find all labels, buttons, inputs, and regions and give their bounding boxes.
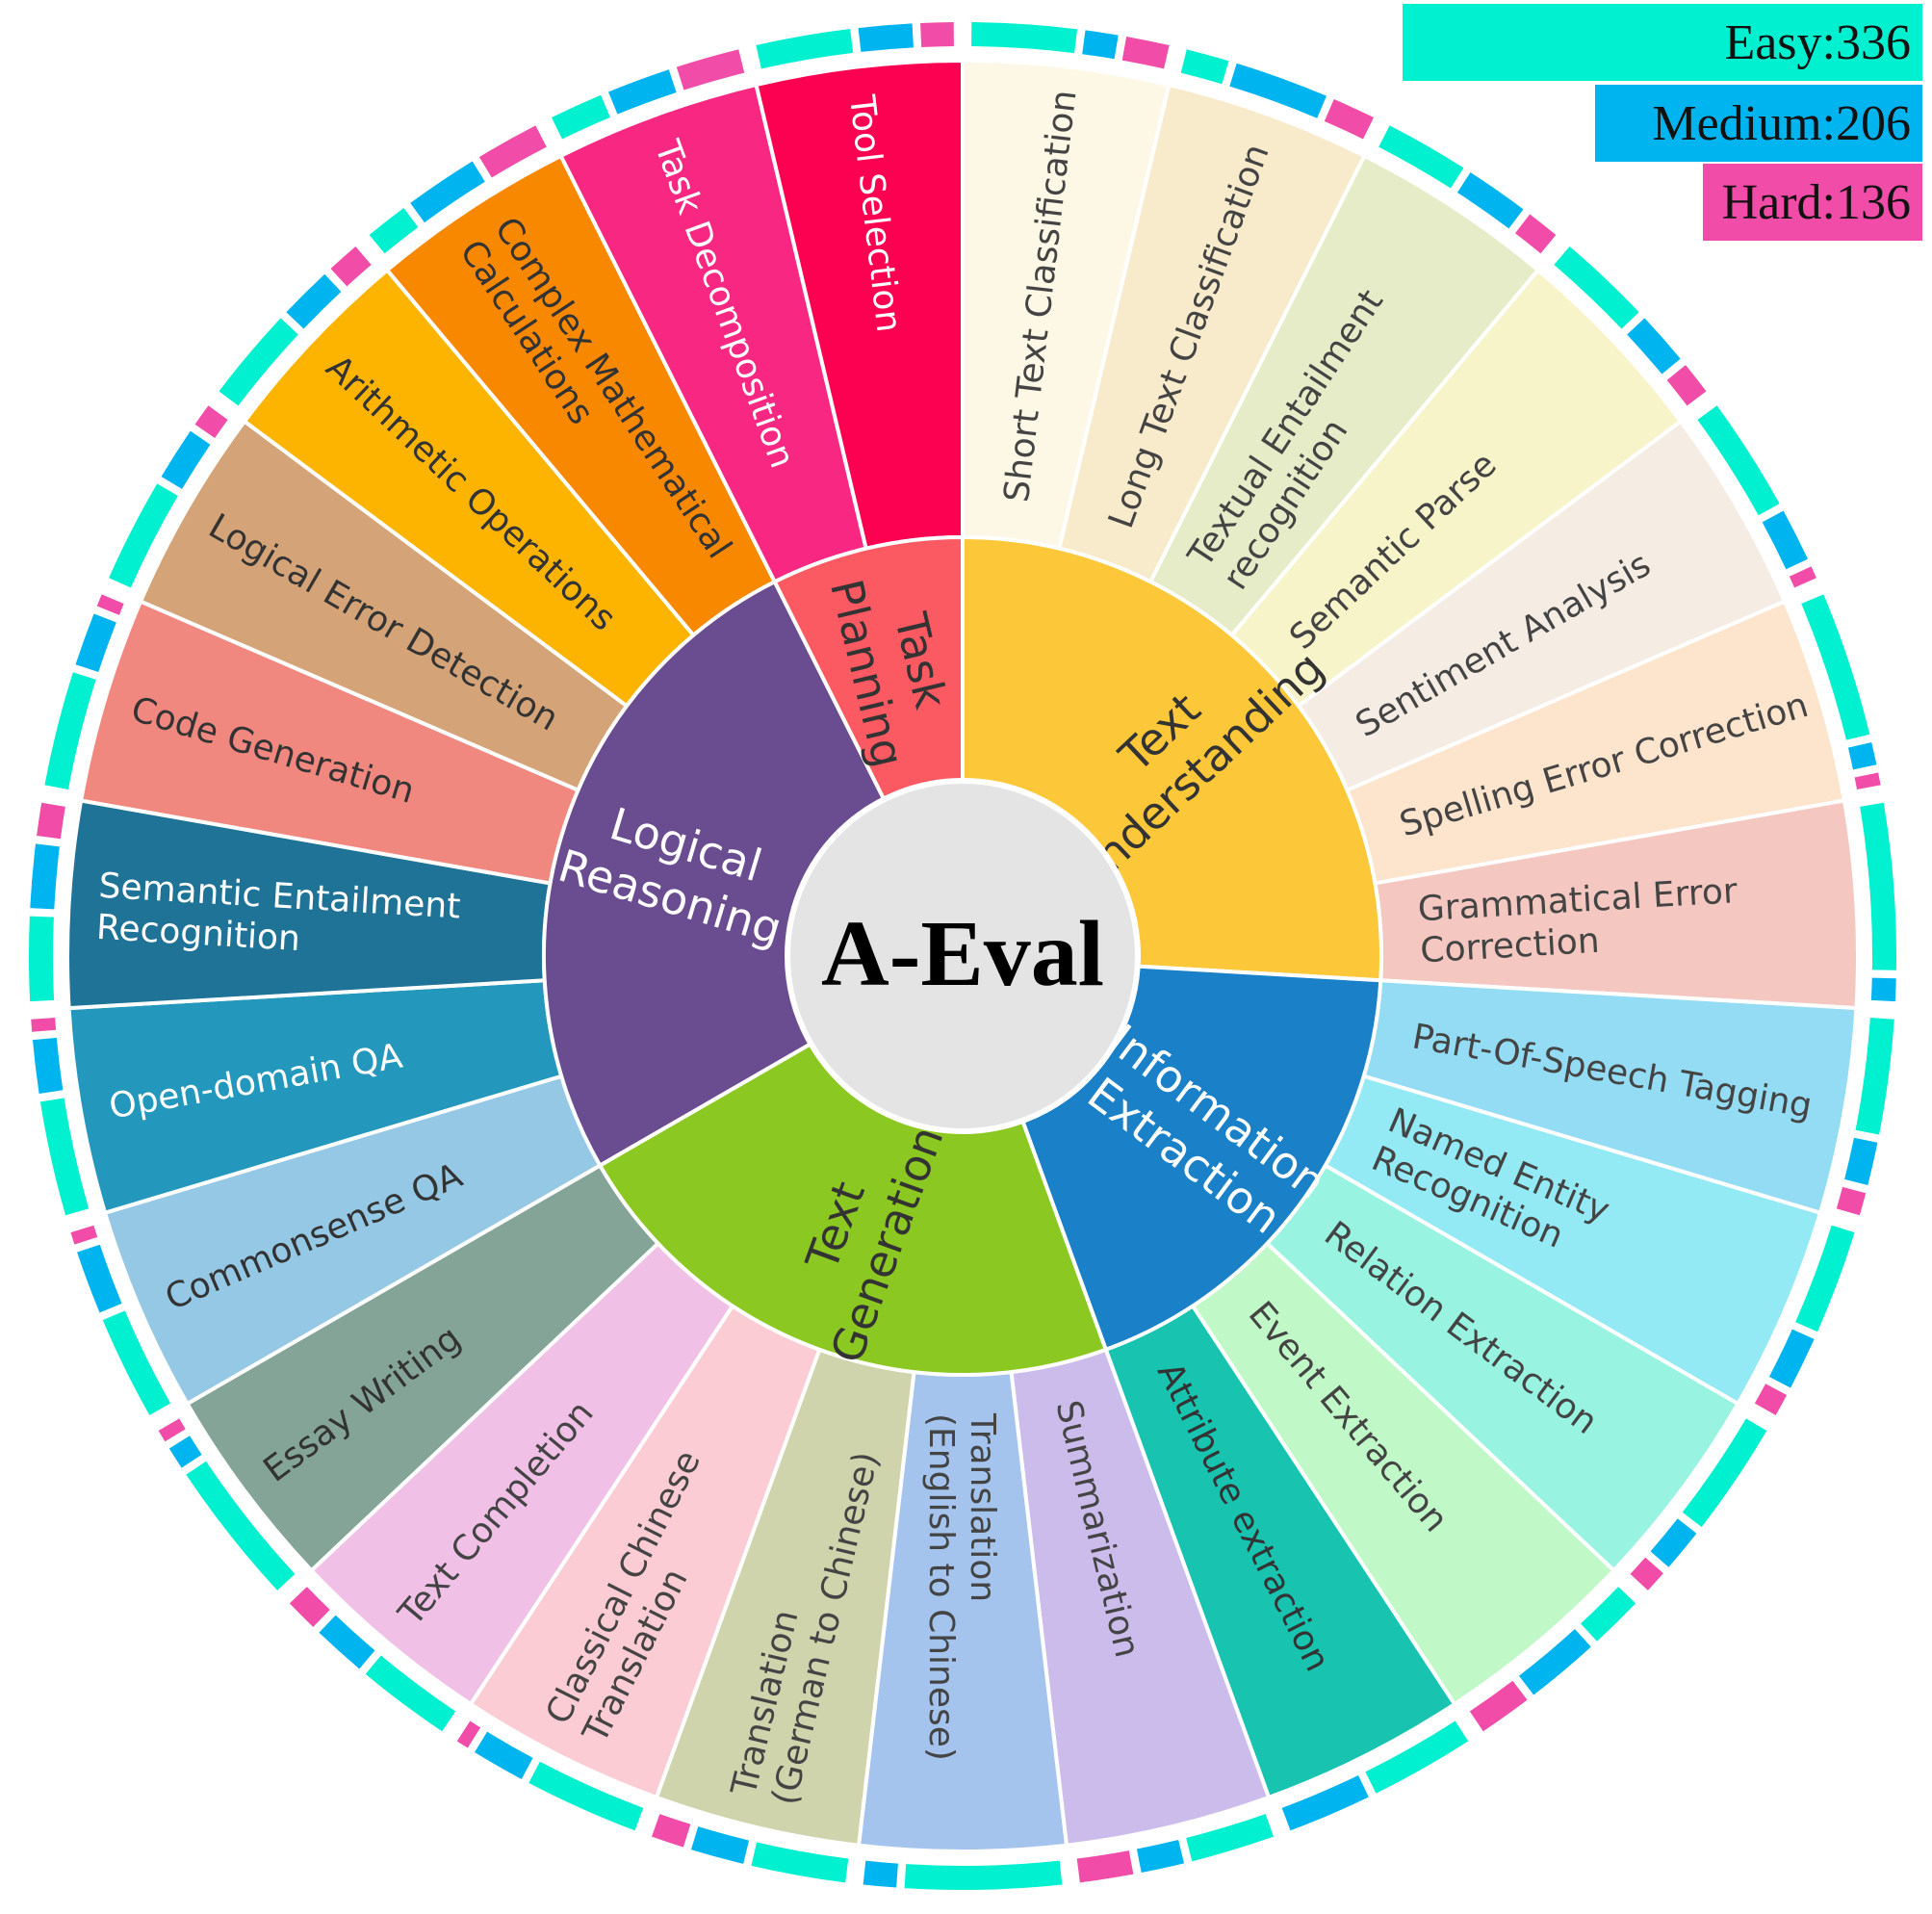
difficulty-segment-hard	[31, 1018, 57, 1032]
difficulty-segment-hard	[330, 246, 372, 287]
legend-medium-value: 206	[1836, 95, 1911, 151]
difficulty-segment-easy	[186, 1461, 296, 1591]
difficulty-segment-hard	[1789, 566, 1816, 588]
difficulty-segment-hard	[676, 49, 745, 91]
difficulty-segment-medium	[319, 1615, 375, 1669]
difficulty-segment-easy	[369, 207, 419, 254]
legend-medium: Medium206	[1595, 85, 1922, 162]
difficulty-segment-hard	[1121, 37, 1170, 69]
difficulty-segment-medium	[1847, 741, 1877, 770]
legend-hard-value: 136	[1836, 174, 1911, 230]
difficulty-segment-hard	[70, 1225, 98, 1245]
legend-hard-label: Hard	[1722, 174, 1836, 231]
difficulty-segment-easy	[1186, 1814, 1274, 1862]
center-hub: A-Eval	[785, 778, 1141, 1134]
difficulty-segment-medium	[286, 273, 342, 329]
difficulty-segment-hard	[920, 22, 954, 47]
difficulty-segment-easy	[1581, 1587, 1636, 1642]
difficulty-segment-medium	[607, 69, 677, 115]
difficulty-segment-hard	[96, 594, 124, 615]
difficulty-segment-medium	[690, 1826, 750, 1864]
difficulty-segment-hard	[1630, 1557, 1663, 1591]
difficulty-segment-medium	[1082, 30, 1119, 60]
center-circle	[785, 778, 1141, 1134]
difficulty-segment-medium	[1456, 171, 1524, 229]
difficulty-segment-medium	[1518, 1628, 1591, 1695]
difficulty-segment-hard	[1469, 1680, 1528, 1732]
legend-easy: Easy336	[1403, 4, 1922, 81]
difficulty-segment-easy	[904, 1860, 1063, 1891]
task-label-line: Translation	[963, 1412, 1002, 1602]
difficulty-segment-medium	[77, 1244, 122, 1313]
legend-medium-label: Medium	[1652, 95, 1836, 152]
difficulty-segment-hard	[1754, 1384, 1788, 1415]
difficulty-segment-hard	[194, 405, 228, 438]
difficulty-segment-medium	[1650, 1518, 1697, 1567]
difficulty-segment-medium	[1281, 1774, 1369, 1831]
difficulty-segment-easy	[1801, 594, 1870, 740]
difficulty-segment-medium	[168, 1436, 202, 1468]
legend-easy-value: 336	[1836, 14, 1911, 70]
difficulty-segment-hard	[456, 1720, 481, 1748]
difficulty-segment-easy	[109, 483, 178, 588]
difficulty-segment-medium	[1627, 318, 1681, 375]
difficulty-segment-medium	[30, 843, 60, 910]
difficulty-segment-hard	[158, 1418, 186, 1442]
difficulty-segment-hard	[37, 802, 65, 840]
difficulty-segment-medium	[161, 430, 211, 489]
difficulty-segment-medium	[858, 23, 914, 52]
difficulty-segment-easy	[552, 94, 610, 140]
center-title: A-Eval	[821, 902, 1104, 1006]
difficulty-segment-medium	[475, 1731, 533, 1779]
difficulty-segment-easy	[528, 1761, 644, 1831]
difficulty-segment-medium	[75, 613, 116, 673]
difficulty-segment-easy	[1860, 802, 1896, 970]
difficulty-segment-medium	[32, 1037, 64, 1094]
difficulty-segment-easy	[1682, 1418, 1767, 1528]
difficulty-segment-easy	[219, 318, 298, 406]
difficulty-segment-easy	[365, 1655, 456, 1732]
difficulty-segment-hard	[1076, 1850, 1134, 1883]
task-label-translation-english-to-chinese: Translation(English to Chinese)	[921, 1412, 1002, 1761]
difficulty-segment-hard	[652, 1814, 691, 1848]
difficulty-segment-easy	[1697, 405, 1780, 516]
difficulty-segment-easy	[39, 1098, 90, 1216]
difficulty-segment-medium	[1844, 1137, 1878, 1186]
difficulty-segment-hard	[1666, 365, 1707, 406]
category-ring: TextUnderstandingInformationExtractionTe…	[542, 534, 1383, 1377]
difficulty-segment-hard	[1836, 1186, 1867, 1216]
task-label-line: (English to Chinese)	[921, 1413, 961, 1761]
difficulty-segment-easy	[1795, 1225, 1855, 1332]
difficulty-segment-easy	[1554, 246, 1639, 329]
difficulty-segment-medium	[1870, 977, 1896, 1002]
difficulty-segment-easy	[1855, 1018, 1894, 1135]
difficulty-ring	[29, 22, 1896, 1891]
difficulty-segment-easy	[1180, 49, 1229, 85]
difficulty-segment-easy	[102, 1310, 171, 1415]
difficulty-segment-medium	[1136, 1840, 1185, 1874]
difficulty-segment-medium	[863, 1860, 898, 1888]
difficulty-segment-easy	[756, 29, 854, 69]
difficulty-segment-medium	[1229, 63, 1327, 118]
difficulty-segment-easy	[44, 672, 96, 789]
difficulty-segment-hard	[1324, 99, 1374, 140]
legend-hard: Hard136	[1703, 164, 1922, 241]
difficulty-segment-easy	[29, 916, 55, 1002]
difficulty-segment-hard	[289, 1587, 330, 1627]
difficulty-segment-hard	[1515, 214, 1557, 254]
difficulty-segment-easy	[751, 1842, 849, 1883]
difficulty-segment-medium	[1762, 510, 1808, 570]
difficulty-segment-medium	[410, 161, 485, 223]
difficulty-segment-easy	[1365, 1720, 1469, 1794]
legend-easy-label: Easy	[1724, 14, 1836, 71]
difficulty-segment-hard	[478, 125, 547, 178]
difficulty-segment-easy	[1378, 125, 1464, 189]
difficulty-segment-hard	[1854, 772, 1881, 789]
difficulty-segment-medium	[1768, 1329, 1815, 1388]
difficulty-segment-easy	[971, 22, 1078, 54]
